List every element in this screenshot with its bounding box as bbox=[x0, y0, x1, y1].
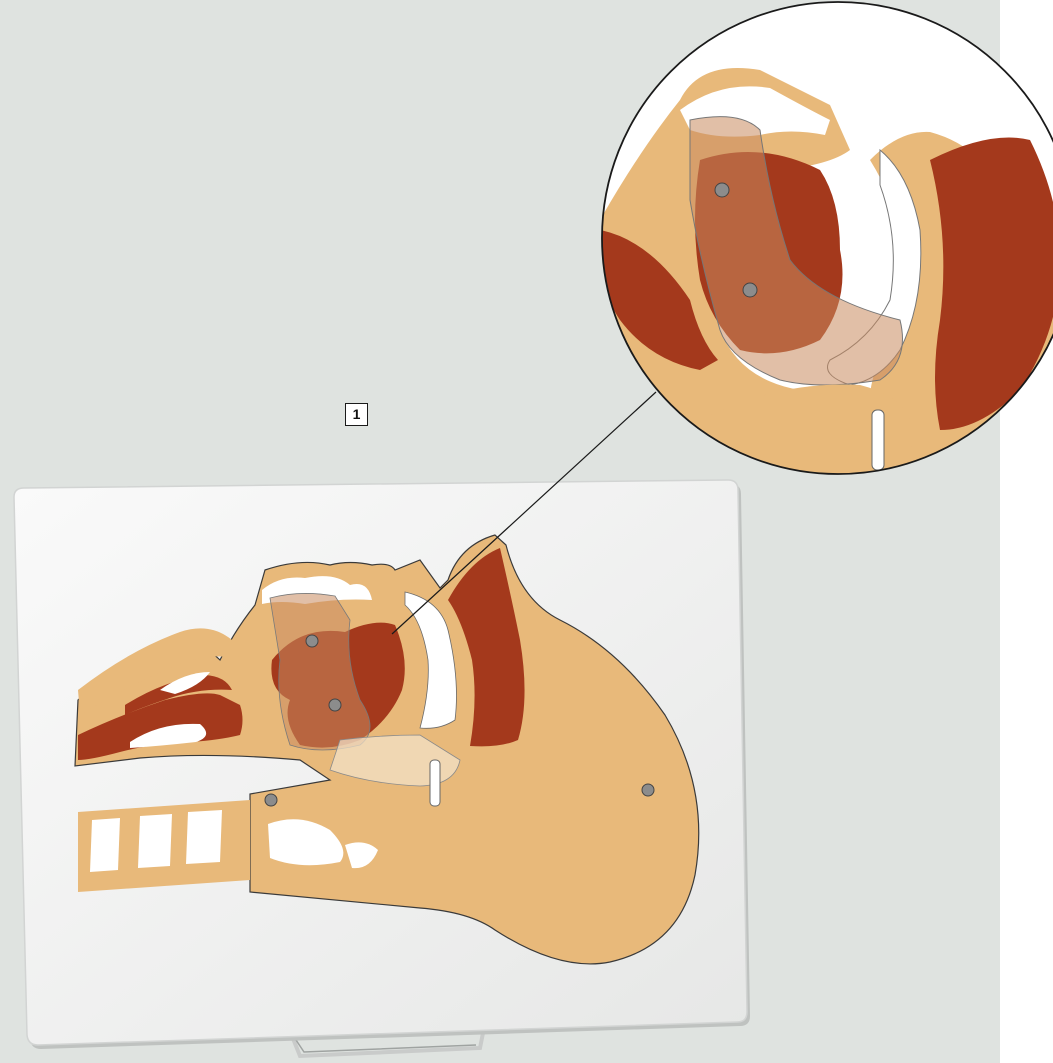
pivot-pin bbox=[430, 760, 440, 806]
figure-label: 1 bbox=[345, 403, 368, 426]
